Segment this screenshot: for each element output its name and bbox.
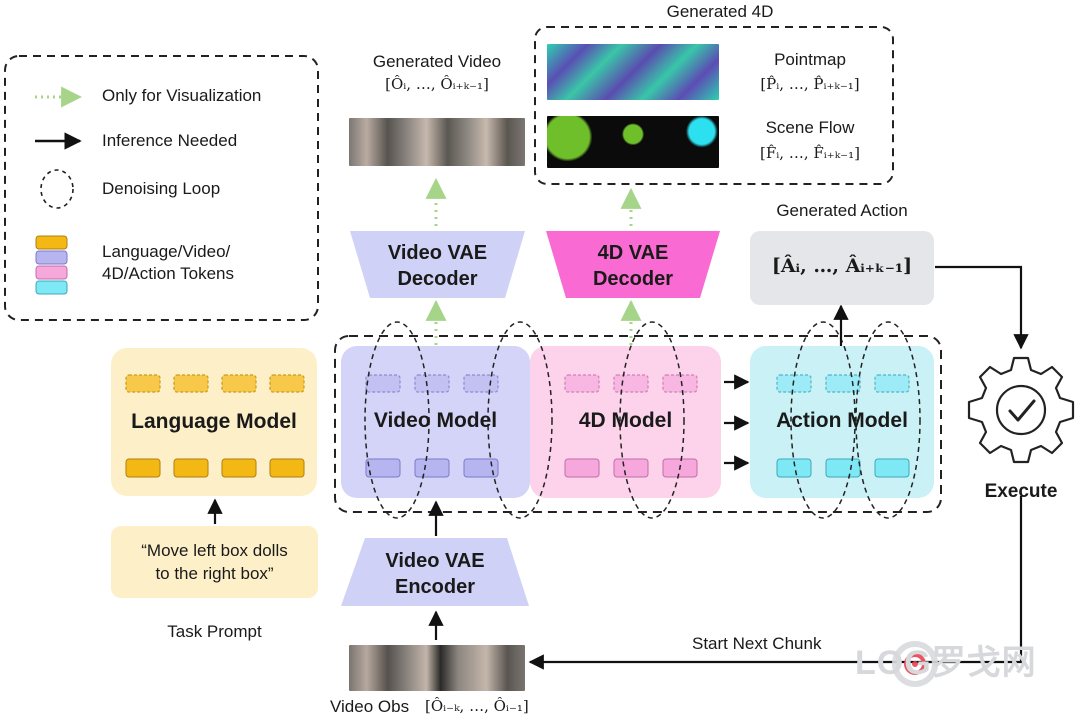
fourd-tokens [564,458,698,478]
legend-token-pink [35,265,68,280]
legend-label-denoising: Denoising Loop [102,179,221,198]
scene-flow-formula: [F̂ᵢ, …, F̂ᵢ₊ₖ₋₁] [760,144,860,162]
pointmap-formula: [P̂ᵢ, …, P̂ᵢ₊ₖ₋₁] [760,75,860,93]
video-tokens [365,458,499,478]
generated-video-frames [349,118,525,166]
video-vae-decoder-label-2: Decoder [397,268,478,290]
task-prompt-line-2: to the right box” [155,564,274,583]
denoising-loops [364,321,921,519]
legend-label-tokens-2: 4D/Action Tokens [102,264,234,283]
watermark-text: LOG罗戈网 [855,644,1037,682]
legend-token-cyan [35,280,68,295]
action-model-title: Action Model [776,409,908,432]
language-tokens [125,458,305,478]
visualization-arrows [425,177,642,345]
legend-token-yellow [35,235,68,250]
video-vae-encoder [341,538,529,606]
pointmap-frames [547,44,719,100]
language-model-block [111,348,317,496]
video-obs-label: Video Obs [330,697,410,716]
pointmap-label: Pointmap [774,50,846,69]
legend-denoising-loop-icon [40,169,74,209]
fourd-vae-decoder-label-1: 4D VAE [597,242,669,264]
fourd-vae-decoder-label-2: Decoder [592,268,674,290]
fourd-vae-decoder [546,231,720,298]
scene-flow-label: Scene Flow [765,118,855,137]
legend-token-purple [35,250,68,265]
generated-video-formula: [Ôᵢ, …, Ôᵢ₊ₖ₋₁] [385,75,489,93]
video-obs-formula: [Ôᵢ₋ₖ, …, Ôᵢ₋₁] [425,697,529,715]
action-dashed-tokens [776,374,910,393]
generated-video-title: Generated Video [372,52,502,71]
generated-4d-title: Generated 4D [666,2,774,21]
scene-flow-frames [547,116,719,168]
video-vae-encoder-label-1: Video VAE [385,550,485,572]
legend-label-tokens-1: Language/Video/ [102,242,231,261]
task-prompt-caption: Task Prompt [167,622,262,641]
action-to-execute-arrow [935,265,1029,350]
video-vae-decoder-label-1: Video VAE [387,242,488,264]
video-model-title: Video Model [373,409,498,432]
language-dashed-tokens [125,374,305,393]
action-tokens [776,458,910,478]
start-next-chunk-label: Start Next Chunk [692,634,822,653]
language-model-title: Language Model [131,410,297,433]
generated-action-formula: [Âᵢ, …, Âᵢ₊ₖ₋₁] [771,255,913,277]
video-vae-decoder [350,231,525,298]
model-container-box [334,335,942,513]
task-prompt-line-1: “Move left box dolls [141,541,288,560]
legend-label-visualization: Only for Visualization [102,86,262,105]
video-dashed-tokens [365,374,499,393]
gear-icon [967,356,1075,464]
next-chunk-arrow [528,496,1023,670]
video-obs-frames [349,645,525,691]
fourd-model-title: 4D Model [578,409,673,432]
task-prompt-box [111,526,318,598]
execute-label: Execute [984,481,1058,502]
model-connection-arrows [207,304,849,640]
legend-label-inference: Inference Needed [102,131,238,150]
watermark-logo-icon [892,641,938,687]
legend-box [4,55,319,321]
video-vae-encoder-label-2: Encoder [394,576,476,598]
fourd-dashed-tokens [564,374,698,393]
generated-action-box [750,231,934,305]
generated-action-title: Generated Action [776,201,908,220]
